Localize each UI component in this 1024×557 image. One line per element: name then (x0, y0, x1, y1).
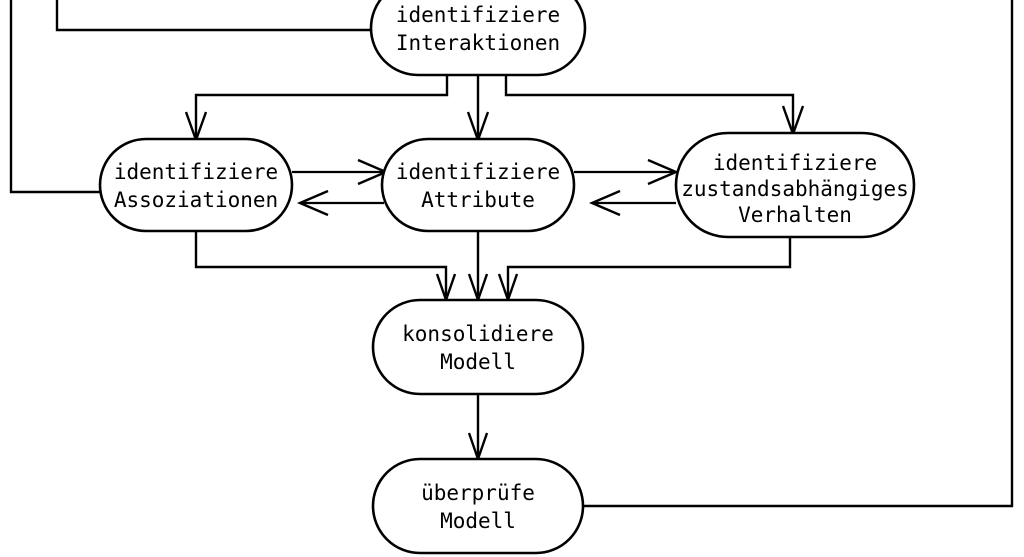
node-label-line-2: zustandsabhängiges (681, 177, 909, 201)
node-label-line-2: Modell (440, 509, 516, 533)
node-label-line-1: überprüfe (421, 481, 535, 505)
arrowhead (296, 189, 329, 217)
edge-path (583, 0, 1014, 508)
node-konsolidiere-modell[interactable]: konsolidiere Modell (371, 298, 585, 396)
edge-attribute-to-assoziationen (296, 189, 384, 217)
node-label-line-2: Attribute (421, 188, 535, 212)
edge-attribute-to-konsolidiere (467, 231, 489, 304)
edge-interaktionen-to-attribute (466, 75, 490, 144)
edge-path-left (9, 0, 100, 194)
edge-zustandsverhalten-to-konsolidiere (497, 237, 792, 304)
edge-interaktionen-to-assoziationen (184, 75, 449, 144)
edge-zustandsverhalten-to-attribute (588, 189, 676, 217)
edge-path (194, 231, 448, 298)
node-label-line-1: identifiziere (396, 3, 560, 27)
node-shape (369, 0, 587, 77)
node-label-line-1: identifiziere (713, 151, 877, 175)
node-label-line-2: Modell (440, 350, 516, 374)
node-shape (371, 298, 585, 396)
edge-path (504, 75, 795, 132)
node-label-line-1: konsolidiere (402, 322, 554, 346)
node-identifiziere-assoziationen[interactable]: identifiziere Assoziationen (98, 137, 294, 233)
node-identifiziere-interaktionen[interactable]: identifiziere Interaktionen (369, 0, 587, 77)
edge-path (194, 75, 449, 138)
edge-interaktionen-to-assoziationen-feedback (9, 0, 371, 194)
edge-path-upper (55, 0, 371, 32)
node-label-line-1: identifiziere (114, 160, 278, 184)
edge-ueberpruefe-to-interaktionen (583, 0, 1014, 508)
arrowhead (588, 189, 621, 217)
arrowhead (647, 158, 680, 186)
node-identifiziere-attribute[interactable]: identifiziere Attribute (380, 137, 576, 233)
edge-assoziationen-to-attribute (292, 158, 390, 186)
node-label-line-2: Assoziationen (114, 188, 278, 212)
edge-interaktionen-to-zustandsverhalten (504, 75, 805, 138)
edge-konsolidiere-to-ueberpruefe (467, 394, 489, 463)
node-label-line-2: Interaktionen (396, 31, 560, 55)
edge-path (506, 237, 792, 298)
node-ueberpruefe-modell[interactable]: überprüfe Modell (371, 457, 585, 555)
node-shape (674, 131, 916, 239)
edge-attribute-to-zustandsverhalten (574, 158, 680, 186)
node-group: identifiziere Interaktionen identifizier… (98, 0, 916, 555)
node-shape (371, 457, 585, 555)
node-identifiziere-zustandsabhaengiges-verhalten[interactable]: identifiziere zustandsabhängiges Verhalt… (674, 131, 916, 239)
node-shape (380, 137, 576, 233)
node-label-line-3: Verhalten (738, 203, 852, 227)
edge-assoziationen-to-konsolidiere (194, 231, 457, 304)
node-label-line-1: identifiziere (396, 160, 560, 184)
edge-group (9, 0, 1014, 508)
node-shape (98, 137, 294, 233)
